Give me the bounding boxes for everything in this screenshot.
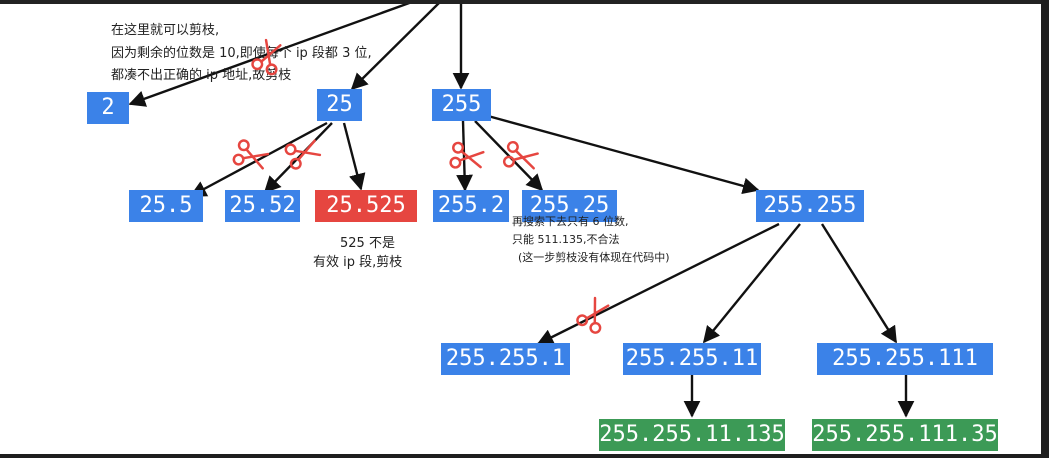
edge-255-255_2 bbox=[456, 120, 473, 192]
node-255-255: 255.255 bbox=[756, 190, 864, 222]
scissors-icon bbox=[502, 140, 539, 170]
scissors-icon bbox=[251, 38, 282, 76]
scissors-icon bbox=[449, 141, 485, 169]
node-25: 25 bbox=[317, 89, 362, 121]
edge-25-25_52 bbox=[263, 122, 333, 194]
node-255-255-11: 255.255.11 bbox=[623, 343, 761, 375]
prune-note-2-line1: 在这里就可以剪枝, bbox=[111, 23, 220, 38]
prune-note-255-25-line2: 只能 511.135,不合法 bbox=[512, 233, 620, 246]
node-255-2: 255.2 bbox=[433, 190, 509, 222]
edge-255_255-255_255_11 bbox=[702, 223, 801, 344]
node-255-255-11-135: 255.255.11.135 bbox=[599, 419, 785, 451]
edge-255_255-255_255_111 bbox=[820, 223, 898, 344]
edge-255-255_255 bbox=[487, 114, 760, 195]
edge-25-25_525 bbox=[342, 122, 366, 191]
edge-255-255_25 bbox=[474, 120, 544, 192]
scissors-icon bbox=[284, 139, 322, 170]
node-255: 255 bbox=[432, 89, 491, 121]
scissors-icon bbox=[232, 139, 270, 170]
node-255-255-111-35: 255.255.111.35 bbox=[812, 419, 998, 451]
node-255-255-111: 255.255.111 bbox=[817, 343, 993, 375]
node-25-52: 25.52 bbox=[225, 190, 300, 222]
prune-note-2-line2: 因为剩余的位数是 10,即使每个 ip 段都 3 位, bbox=[111, 46, 372, 61]
edge-root-25 bbox=[350, 4, 440, 91]
node-25-5: 25.5 bbox=[129, 190, 203, 222]
prune-note-255-25-line1: 再搜索下去只有 6 位数, bbox=[512, 215, 629, 228]
edge-25-25_5 bbox=[189, 121, 328, 198]
node-2: 2 bbox=[87, 92, 129, 124]
prune-note-525-line2: 有效 ip 段,剪枝 bbox=[313, 255, 403, 270]
scissors-icon bbox=[576, 296, 610, 334]
node-255-25: 255.25 bbox=[522, 190, 617, 222]
prune-note-2-line3: 都凑不出正确的 ip 地址,故剪枝 bbox=[111, 68, 292, 83]
prune-note-255-25-line3: (这一步剪枝没有体现在代码中) bbox=[518, 251, 670, 264]
node-255-255-1: 255.255.1 bbox=[441, 343, 570, 375]
prune-note-525-line1: 525 不是 bbox=[340, 236, 395, 251]
node-25-525: 25.525 bbox=[315, 190, 417, 222]
